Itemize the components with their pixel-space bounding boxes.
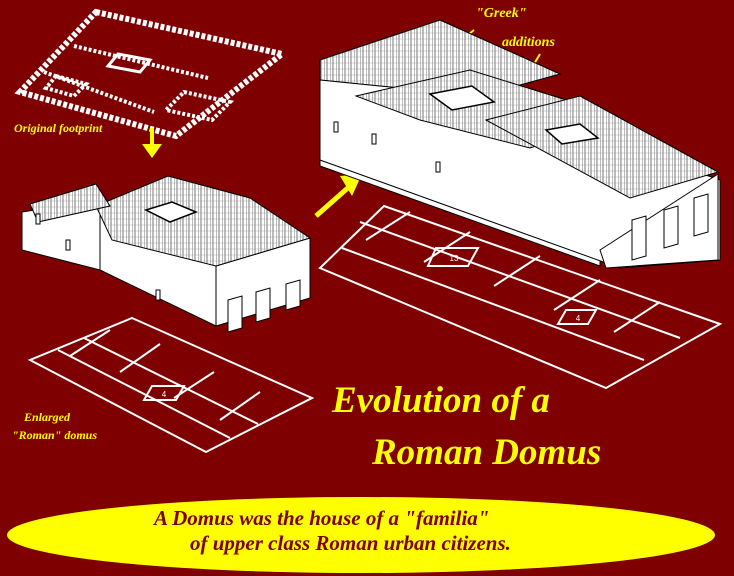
roman-domus-model: [21, 175, 312, 333]
greek-large-impluvium-number: 13: [450, 254, 459, 263]
enlarged-label: Enlarged: [24, 410, 71, 424]
caption-line-2: of upper class Roman urban citizens.: [190, 531, 511, 555]
roman-domus-label: "Roman" domus: [12, 428, 98, 442]
greek-small-impluvium-number: 4: [576, 314, 581, 323]
enlarged-impluvium-number: 4: [162, 390, 167, 399]
right-arrow-icon: [314, 174, 362, 218]
caption-banner: [7, 497, 715, 573]
down-arrow-icon: [142, 128, 162, 158]
caption-line-1: A Domus was the house of a "familia": [154, 506, 490, 530]
title-line-1: Evolution of a: [332, 380, 550, 421]
original-footprint-label: Original footprint: [14, 121, 103, 135]
greek-domus-model: [319, 19, 721, 269]
greek-domus-plan: [318, 204, 723, 390]
greek-label: "Greek": [476, 6, 527, 21]
roman-domus-plan: [27, 316, 315, 454]
original-footprint-plan: [14, 8, 289, 140]
title-line-2: Roman Domus: [372, 432, 602, 473]
additions-label: additions: [502, 35, 555, 50]
